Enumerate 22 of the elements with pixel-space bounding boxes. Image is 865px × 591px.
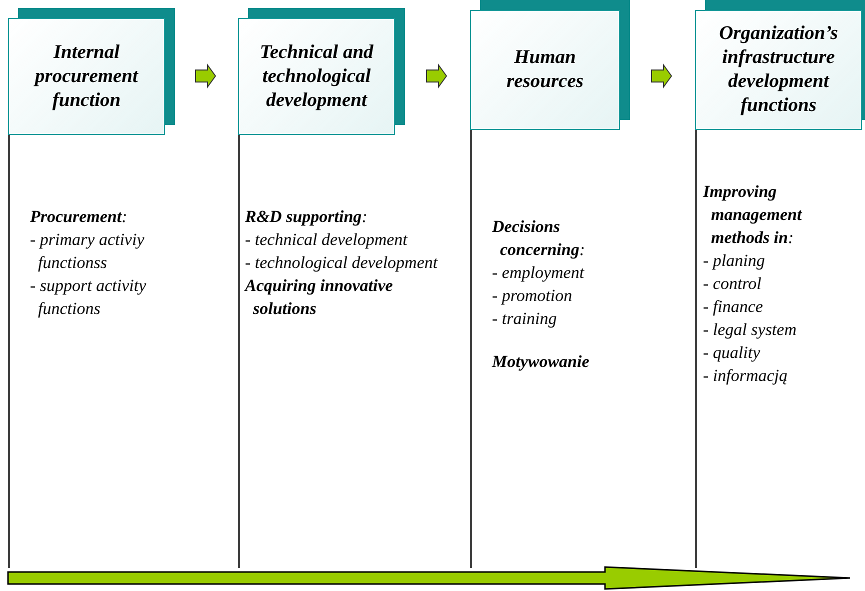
arrow bbox=[195, 63, 216, 89]
list-item: - finance bbox=[703, 296, 764, 318]
column-heading: Improving management methods in: bbox=[703, 181, 803, 249]
list-item: - legal system bbox=[703, 319, 798, 341]
list-item: - promotion bbox=[492, 285, 574, 307]
list-item: - informacją bbox=[703, 365, 789, 387]
arrow bbox=[426, 63, 448, 89]
list-item: - support activity functions bbox=[30, 275, 148, 320]
list-item: - primary activiy functionss bbox=[30, 229, 146, 274]
column-heading: R&D supporting: bbox=[245, 206, 368, 228]
list-item: - technological development bbox=[245, 252, 439, 274]
list-item: - employment bbox=[492, 262, 586, 284]
list-item: - planing bbox=[703, 250, 766, 272]
list-item: - quality bbox=[703, 342, 762, 364]
column-heading: Decisions concerning: bbox=[492, 216, 586, 261]
column-heading: Motywowanie bbox=[492, 351, 590, 373]
column-heading: Procurement: bbox=[30, 206, 128, 228]
list-item: - technical development bbox=[245, 229, 409, 251]
column-heading: Acquiring innovative solutions bbox=[245, 275, 394, 320]
arrow bbox=[651, 63, 672, 89]
list-item: - control bbox=[703, 273, 762, 295]
list-item: - training bbox=[492, 308, 558, 330]
